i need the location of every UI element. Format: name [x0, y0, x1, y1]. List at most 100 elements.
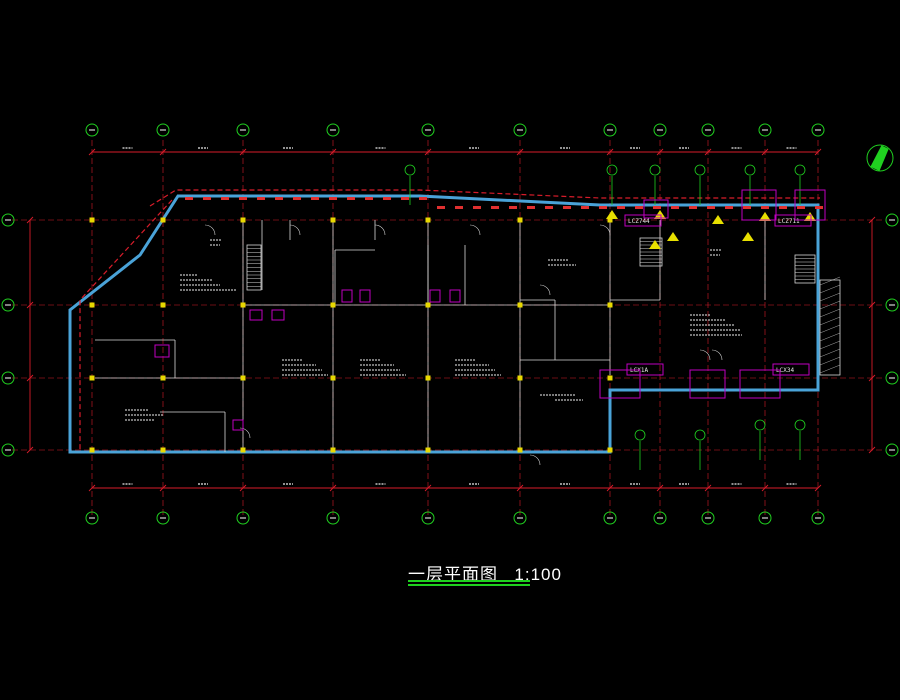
leader-bubble	[794, 164, 806, 176]
grid-bubble-icon	[1, 371, 15, 385]
north-arrow-ring	[866, 144, 894, 172]
window-mark	[509, 206, 517, 209]
column	[330, 217, 336, 223]
grid-bubble-icon	[603, 511, 617, 525]
dimension-tick	[761, 148, 769, 156]
leader-bubble	[606, 164, 618, 176]
window-mark	[707, 206, 715, 209]
leader-bubble	[694, 429, 706, 441]
grid-bubble-icon	[326, 123, 340, 137]
dimension-tick	[26, 301, 34, 309]
dimension-tick	[26, 216, 34, 224]
column	[607, 375, 613, 381]
grid-bubble-icon	[421, 511, 435, 525]
column	[89, 302, 95, 308]
grid-bubble-icon	[326, 511, 340, 525]
window-mark	[221, 197, 229, 200]
leader-bubble	[744, 164, 756, 176]
window-mark	[617, 206, 625, 209]
room-tag: LCX34	[776, 367, 794, 374]
equipment-frame	[739, 369, 781, 399]
dimension-tick	[159, 148, 167, 156]
column	[607, 217, 613, 223]
leader-bubble	[694, 164, 706, 176]
hatch-line	[819, 364, 841, 374]
title-underline	[408, 584, 530, 586]
column	[607, 447, 613, 453]
dimension-tick	[88, 484, 96, 492]
room-annotations	[122, 147, 797, 485]
grid-bubble-icon	[236, 511, 250, 525]
grid-bubble-icon	[811, 123, 825, 137]
door-swing-icon	[204, 224, 216, 236]
equipment-symbol	[804, 212, 816, 221]
column	[160, 302, 166, 308]
dimension-lines	[26, 148, 876, 492]
room-tag: LCZ711	[778, 218, 800, 225]
dimension-tick	[424, 484, 432, 492]
dimension-tick	[26, 374, 34, 382]
dimension-tick	[868, 374, 876, 382]
dimension-tick	[704, 484, 712, 492]
column	[89, 447, 95, 453]
equipment-symbol	[712, 215, 724, 224]
window-mark	[347, 197, 355, 200]
exterior-wall	[68, 194, 820, 454]
column	[425, 447, 431, 453]
door-swing-icon	[239, 427, 251, 439]
column	[240, 302, 246, 308]
column	[517, 302, 523, 308]
hatch-line	[819, 308, 841, 318]
dimension-tick	[868, 216, 876, 224]
window-mark	[527, 206, 535, 209]
grid-bubble-icon	[758, 123, 772, 137]
grid-bubble-icon	[1, 213, 15, 227]
window-mark	[545, 206, 553, 209]
hatch-line	[819, 300, 841, 310]
drawing-title-text: 一层平面图	[408, 565, 498, 585]
column	[89, 375, 95, 381]
window-mark	[275, 197, 283, 200]
door-swing-icon	[599, 224, 611, 236]
window-mark	[797, 206, 805, 209]
hatch-line	[819, 356, 841, 366]
window-mark	[671, 206, 679, 209]
window-mark	[257, 197, 265, 200]
grid-bubble-icon	[885, 371, 899, 385]
door-swing-icon	[529, 454, 541, 466]
grid-bubble-icon	[85, 123, 99, 137]
dimension-tick	[159, 484, 167, 492]
hatch-line	[819, 340, 841, 350]
equipment-frame	[794, 189, 826, 221]
leader-bubble	[794, 419, 806, 431]
dimension-tick	[516, 484, 524, 492]
grid-bubble-icon	[885, 298, 899, 312]
north-arrow-pointer	[870, 145, 889, 171]
dimension-tick	[656, 148, 664, 156]
window-mark	[185, 197, 193, 200]
leader-bubble	[634, 429, 646, 441]
column	[240, 217, 246, 223]
building-walls	[68, 189, 820, 454]
exterior-band	[149, 189, 820, 207]
grid-bubble-icon	[156, 123, 170, 137]
title-underline	[408, 580, 530, 582]
fixture-box	[271, 309, 285, 321]
column	[517, 217, 523, 223]
grid-bubble-icon	[758, 511, 772, 525]
fixture-box	[429, 289, 441, 303]
grid-bubbles	[1, 123, 899, 525]
exterior-band	[79, 199, 173, 452]
column	[160, 375, 166, 381]
door-swing-icon	[711, 349, 723, 361]
door-swing-icon	[539, 284, 551, 296]
grid-bubble-icon	[653, 123, 667, 137]
column	[425, 217, 431, 223]
drawing-scale: 1:100	[514, 565, 562, 584]
hatch-line	[819, 332, 841, 342]
column	[607, 302, 613, 308]
dimension-tick	[814, 148, 822, 156]
hatched-wall	[819, 279, 841, 376]
dimension-tick	[26, 446, 34, 454]
